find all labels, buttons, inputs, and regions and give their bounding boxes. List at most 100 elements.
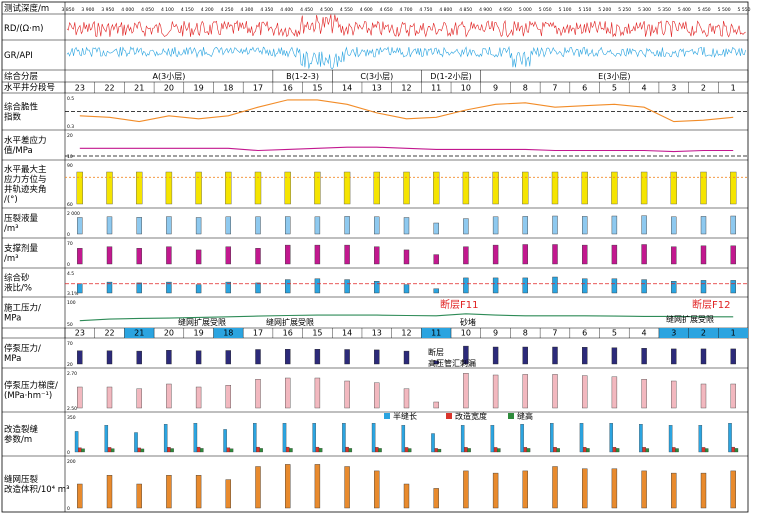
layer-label: A(3小层) bbox=[153, 72, 186, 81]
stop-gradient-bar bbox=[195, 386, 202, 409]
depth-tick-label: 4 850 bbox=[459, 7, 472, 13]
proppant-bar bbox=[641, 244, 647, 265]
stage-number: 17 bbox=[253, 84, 263, 93]
half-length-bar bbox=[460, 425, 465, 453]
depth-tick-label: 4 000 bbox=[121, 7, 134, 13]
depth-tick-label: 3 900 bbox=[81, 7, 94, 13]
stage-number: 6 bbox=[582, 84, 587, 93]
stage-track-label: 水平井分段号 bbox=[4, 82, 55, 93]
axis-tick-top: 0.5 bbox=[67, 96, 74, 102]
depth-axis-label: 测试深度/m bbox=[4, 3, 49, 14]
half-length-bar bbox=[490, 425, 495, 453]
stop-gradient-track-label: 停泵压力梯度/ bbox=[4, 380, 58, 391]
angle-bar bbox=[640, 171, 648, 205]
half-length-bar bbox=[371, 423, 376, 453]
height-bar bbox=[526, 448, 531, 453]
depth-tick-label: 5 450 bbox=[698, 7, 711, 13]
frac-params-track-label: 参数/m bbox=[4, 434, 32, 445]
axis-tick-bottom: 20 bbox=[67, 362, 73, 368]
height-bar bbox=[289, 448, 293, 453]
angle-bar bbox=[343, 171, 351, 205]
height-bar bbox=[259, 448, 263, 453]
proppant-bar bbox=[225, 246, 232, 265]
width-bar bbox=[612, 447, 617, 453]
frac-volume-bar bbox=[522, 470, 528, 509]
sand-plug-annotation: 砂堵 bbox=[460, 317, 476, 327]
proppant-bar bbox=[344, 244, 350, 265]
sand-ratio-track-label: 综合砂 bbox=[4, 273, 30, 284]
half-length-bar bbox=[520, 424, 524, 453]
stage-highlight bbox=[421, 328, 452, 338]
stage-number: 4 bbox=[642, 84, 647, 93]
height-bar bbox=[81, 448, 85, 453]
pressure-track-label: 施工压力/ bbox=[4, 303, 41, 314]
angle-bar bbox=[462, 171, 470, 205]
frac-volume-bar bbox=[166, 475, 172, 509]
stage-number: 17 bbox=[253, 329, 263, 338]
stage-number: 16 bbox=[283, 329, 293, 338]
frac-params-track-label: 改造裂缝 bbox=[4, 424, 39, 435]
width-bar bbox=[285, 446, 290, 453]
stop-gradient-bar bbox=[700, 383, 707, 409]
rd-track-label: RD/(Ω·m) bbox=[4, 24, 43, 34]
angle-bar bbox=[165, 171, 173, 205]
height-bar bbox=[645, 448, 650, 453]
half-length-bar bbox=[223, 429, 227, 453]
proppant-bar bbox=[582, 244, 588, 265]
stop-pressure-bar bbox=[433, 360, 439, 365]
axis-tick-top: 2.70 bbox=[67, 371, 77, 377]
axis-tick-top: 70 bbox=[67, 341, 73, 347]
width-bar bbox=[582, 447, 587, 453]
angle-track-label: 井轨迹夹角 bbox=[4, 184, 47, 195]
fault-pipe-annotation: 高压管汇刺漏 bbox=[428, 358, 476, 368]
fluid-volume-bar bbox=[344, 216, 350, 235]
height-bar bbox=[586, 448, 590, 453]
layer-label: C(3小层) bbox=[360, 72, 393, 81]
stop-gradient-bar bbox=[730, 383, 736, 409]
stop-gradient-bar bbox=[374, 382, 380, 409]
half-length-bar bbox=[134, 432, 138, 453]
stop-gradient-bar bbox=[255, 379, 261, 409]
proppant-bar bbox=[522, 244, 528, 265]
width-bar bbox=[701, 447, 706, 453]
half-length-bar bbox=[282, 423, 287, 453]
width-bar bbox=[256, 446, 260, 453]
frac-volume-bar bbox=[582, 468, 588, 509]
proppant-track-label: /m³ bbox=[4, 254, 19, 264]
stage-number: 14 bbox=[342, 84, 352, 93]
width-bar bbox=[493, 447, 498, 453]
angle-bar bbox=[700, 171, 707, 205]
stop-gradient-bar bbox=[611, 376, 618, 409]
sand-ratio-bar bbox=[225, 281, 232, 294]
legend-swatch bbox=[384, 413, 390, 419]
sand-ratio-bar bbox=[106, 281, 113, 294]
axis-tick-top: 4.5 bbox=[67, 271, 74, 277]
width-bar bbox=[78, 447, 82, 453]
legend-label: 改造宽度 bbox=[455, 411, 487, 421]
fluid-volume-bar bbox=[700, 216, 707, 235]
stop-gradient-bar bbox=[344, 380, 350, 409]
stop-pressure-bar bbox=[77, 350, 83, 365]
half-length-bar bbox=[104, 425, 109, 453]
fluid-volume-bar bbox=[225, 216, 232, 235]
sand-ratio-bar bbox=[611, 278, 618, 294]
stage-number: 9 bbox=[493, 84, 498, 93]
width-bar bbox=[107, 447, 112, 453]
sand-ratio-bar bbox=[136, 282, 142, 294]
stop-pressure-track-label: MPa bbox=[4, 354, 21, 364]
sand-ratio-bar bbox=[492, 277, 499, 294]
frac-volume-bar bbox=[225, 479, 232, 509]
fluid-volume-bar bbox=[166, 216, 172, 235]
sand-ratio-bar bbox=[522, 277, 528, 294]
half-length-bar bbox=[193, 423, 198, 453]
stage-highlight bbox=[213, 328, 244, 338]
depth-tick-label: 5 300 bbox=[638, 7, 651, 13]
sand-ratio-bar bbox=[403, 284, 410, 294]
stage-number: 22 bbox=[104, 329, 114, 338]
axis-tick-top: 20 bbox=[67, 133, 73, 139]
height-bar bbox=[497, 448, 501, 453]
fluid-volume-bar bbox=[552, 215, 558, 235]
sand-ratio-bar bbox=[552, 276, 558, 294]
stop-pressure-bar bbox=[106, 350, 113, 365]
